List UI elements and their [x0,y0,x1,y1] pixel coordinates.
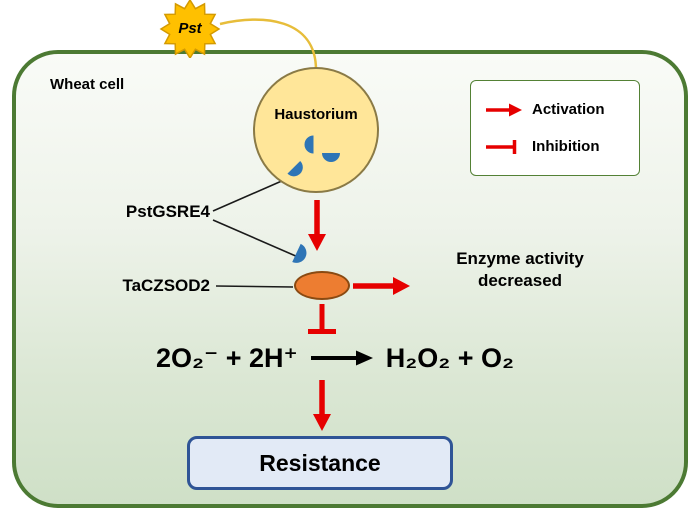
pathogen-label: Pst [178,20,202,37]
effector-line-to-haustorium [212,179,285,212]
reaction-lhs: 2O₂⁻ + 2H⁺ [155,342,298,373]
legend-inhibition-label: Inhibition [532,138,600,155]
activation-arrow-haustorium-to-enzyme [308,200,326,251]
enzyme-label: TaCZSOD2 [122,276,210,295]
enzyme-activity-line1: Enzyme activity [456,249,584,268]
enzyme-activity-text: Enzyme activity decreased [418,248,622,293]
pst-pathogen-starburst [159,0,221,58]
superoxide-dismutation-reaction: 2O₂⁻ + 2H⁺ H₂O₂ + O₂ [110,336,560,380]
reaction-arrow-icon [310,350,373,366]
effector-line-to-enzyme [212,219,299,258]
activation-arrow-icon [486,103,522,116]
starburst-shape [159,0,221,58]
haustorium-label: Haustorium [274,106,358,123]
wheat-cell-label: Wheat cell [50,76,125,93]
haustorium-circle [253,67,379,193]
effector-label: PstGSRE4 [125,202,210,221]
enzyme-label-line [215,285,294,288]
activation-arrow-enzyme-to-outcome [353,277,410,295]
inhibition-connector-enzyme-to-reaction [308,304,336,334]
resistance-label: Resistance [259,449,381,476]
legend-box: Activation Inhibition [470,80,640,176]
reaction-rhs: H₂O₂ + O₂ [385,342,515,373]
enzyme-activity-line2: decreased [477,271,563,291]
resistance-box: Resistance [187,436,453,490]
pst-to-haustorium-connector [219,18,318,71]
taczsod2-enzyme-shape [294,271,350,300]
activation-arrow-reaction-to-resistance [313,380,331,431]
legend-inhibition-row: Inhibition [485,138,625,155]
inhibition-bar-icon [486,139,517,154]
legend-activation-label: Activation [532,101,605,118]
legend-activation-row: Activation [485,101,625,118]
